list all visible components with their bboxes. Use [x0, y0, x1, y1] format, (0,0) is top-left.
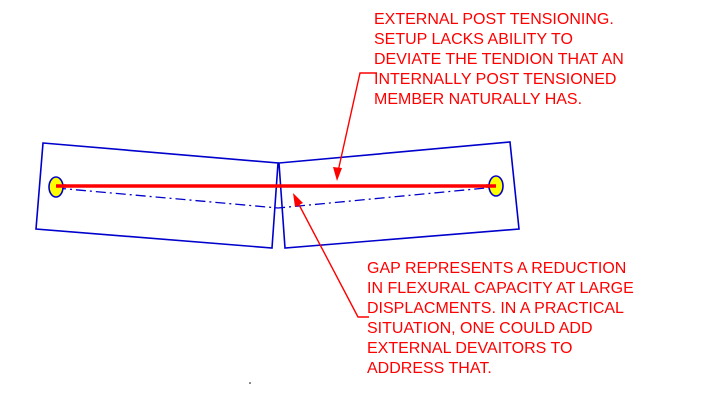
bottom-annotation-line: DISPLACMENTS. IN A PRACTICAL — [367, 300, 624, 317]
top-annotation-line: INTERNALLY POST TENSIONED — [374, 71, 617, 88]
top-annotation-line: SETUP LACKS ABILITY TO — [374, 31, 573, 48]
bottom-annotation-line: EXTERNAL DEVAITORS TO — [367, 340, 573, 357]
top-annotation-line: MEMBER NATURALLY HAS. — [374, 91, 583, 108]
bottom-annotation-arrowhead — [293, 193, 303, 207]
bottom-annotation-line: SITUATION, ONE COULD ADD — [367, 320, 593, 337]
top-annotation-line: DEVIATE THE TENDION THAT AN — [374, 51, 624, 68]
bottom-annotation-line: IN FLEXURAL CAPACITY AT LARGE — [367, 280, 634, 297]
bottom-annotation: GAP REPRESENTS A REDUCTION IN FLEXURAL C… — [367, 259, 634, 379]
left-beam-segment — [35, 142, 279, 249]
bottom-annotation-line: GAP REPRESENTS A REDUCTION — [367, 260, 627, 277]
top-annotation-leader — [336, 72, 377, 177]
bottom-annotation-line: ADDRESS THAT. — [367, 360, 492, 377]
top-annotation-arrowhead — [333, 167, 342, 181]
right-beam-segment — [278, 141, 520, 249]
internal-tendon-profile — [55, 186, 497, 209]
bottom-annotation-leader — [295, 198, 369, 318]
stray-dot — [249, 382, 251, 384]
top-annotation: EXTERNAL POST TENSIONING. SETUP LACKS AB… — [374, 10, 624, 110]
top-annotation-line: EXTERNAL POST TENSIONING. — [374, 11, 614, 28]
